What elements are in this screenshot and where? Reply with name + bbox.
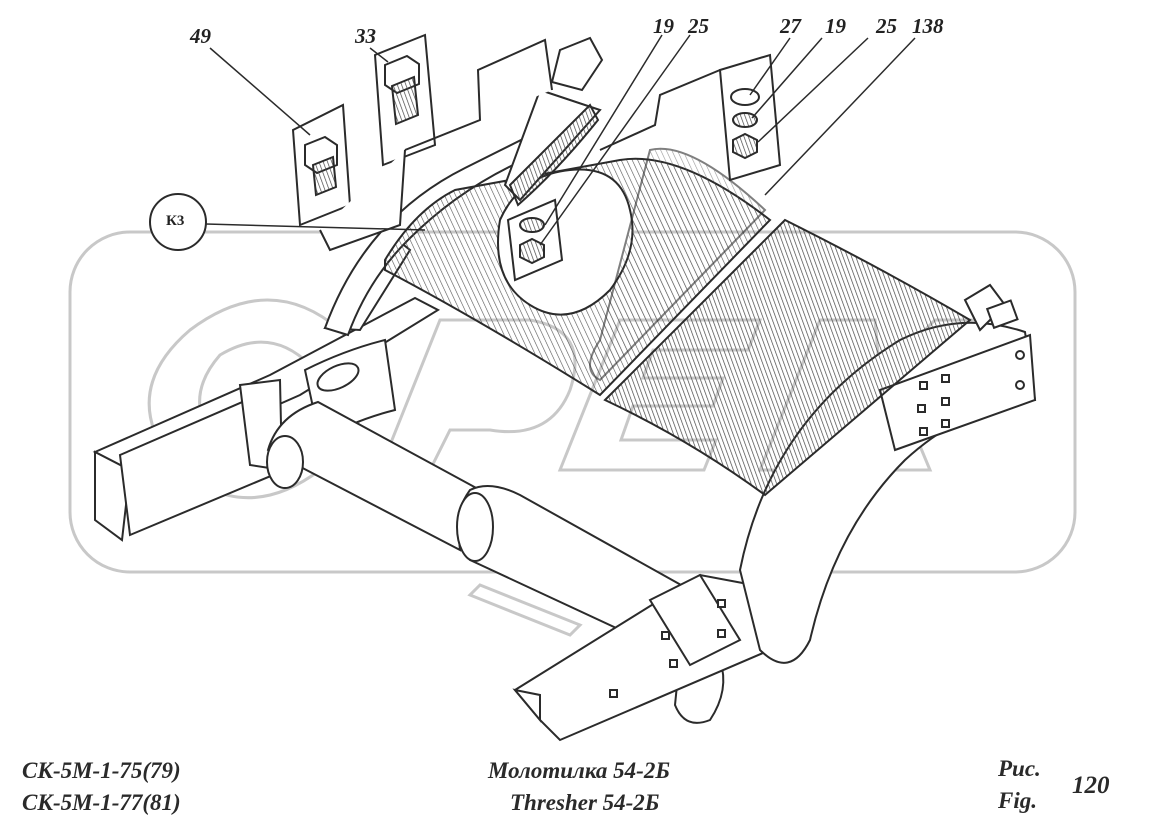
callout-19-left: 19 (653, 14, 674, 38)
callout-49: 49 (190, 24, 211, 48)
adjusting-bracket (503, 36, 1019, 332)
callout-27: 27 (780, 14, 801, 38)
detail-box-bolts (291, 33, 553, 252)
callout-138: 138 (912, 14, 944, 38)
callout-33: 33 (355, 24, 376, 48)
model-code-line1: СК-5М-1-75(79) (22, 758, 181, 783)
model-code-line2: СК-5М-1-77(81) (22, 790, 181, 815)
bolt-49 (304, 135, 338, 197)
detail-marker-k3 (149, 193, 426, 251)
title-russian: Молотилка 54-2Б (488, 758, 670, 783)
figure-number: 120 (1072, 772, 1110, 799)
title-english: Thresher 54-2Б (510, 790, 660, 815)
fig-label-english: Fig. (998, 788, 1037, 813)
callout-25-left: 25 (688, 14, 709, 38)
right-side-member (512, 573, 782, 742)
concave-right (589, 147, 972, 497)
detail-marker-label: К3 (166, 213, 185, 229)
callout-19-right: 19 (825, 14, 846, 38)
detail-box-washers (599, 53, 782, 182)
bolt-33 (384, 54, 420, 126)
fig-label-russian: Рис. (998, 756, 1041, 781)
leader-lines (209, 34, 916, 246)
callout-25-right: 25 (876, 14, 897, 38)
